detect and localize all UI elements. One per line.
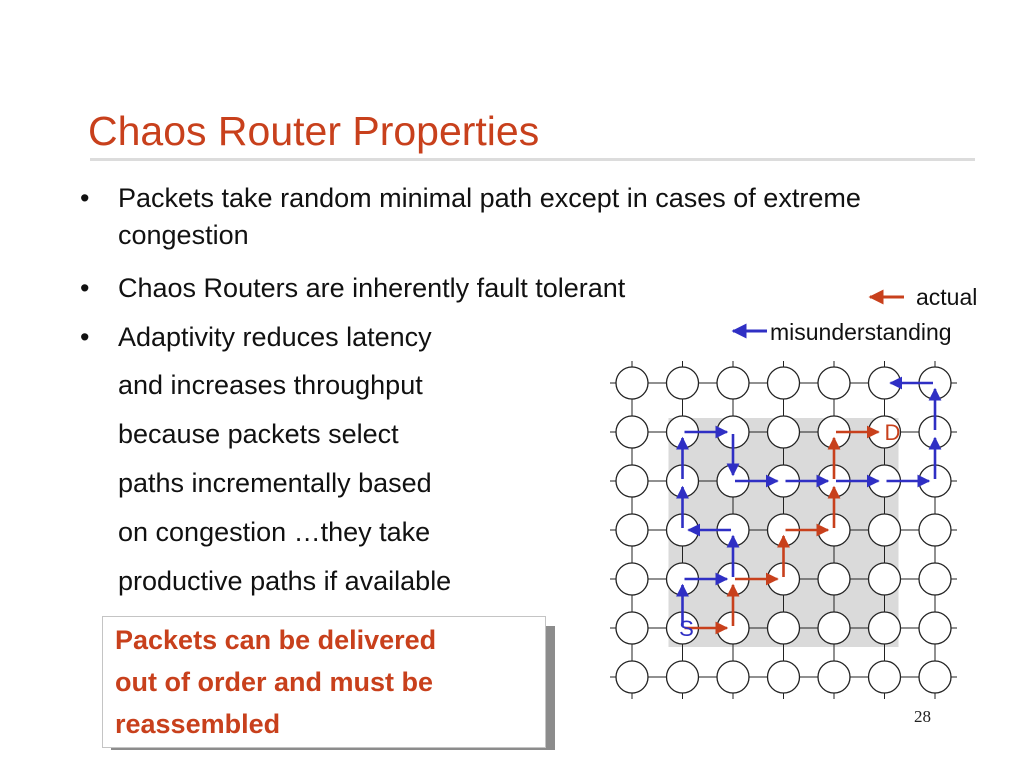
router-nodes xyxy=(615,366,952,694)
destination-node-label: D xyxy=(885,420,901,445)
slide-title: Chaos Router Properties xyxy=(88,108,540,154)
bullet-continuation: on congestion …they take xyxy=(118,517,431,547)
bullet-continuation: and increases throughput xyxy=(118,370,423,400)
router-node xyxy=(918,660,952,694)
bullet-text: Adaptivity reduces latency xyxy=(118,322,432,352)
bullet-text: Chaos Routers are inherently fault toler… xyxy=(118,273,626,303)
router-node xyxy=(615,513,649,547)
router-node xyxy=(665,366,700,400)
router-node xyxy=(615,611,649,645)
router-node xyxy=(766,660,801,694)
router-node xyxy=(766,366,801,400)
router-node xyxy=(766,415,801,449)
callout-text: Packets can be delivered xyxy=(115,625,437,655)
bullet-item: • Chaos Routers are inherently fault tol… xyxy=(80,270,960,310)
router-node xyxy=(867,660,902,694)
router-node xyxy=(817,562,851,596)
router-node xyxy=(918,611,952,645)
misunderstanding-path xyxy=(676,376,942,626)
router-node xyxy=(665,660,700,694)
callout-text: reassembled xyxy=(115,709,281,739)
router-node xyxy=(615,464,649,498)
router-node xyxy=(766,611,801,645)
router-node xyxy=(867,562,902,596)
legend-misunderstanding-label: misunderstanding xyxy=(770,319,952,345)
legend-actual-label: actual xyxy=(916,284,978,310)
router-node xyxy=(918,513,952,547)
bullet-continuation: paths incrementally based xyxy=(118,468,432,498)
router-node xyxy=(817,660,851,694)
router-node xyxy=(716,366,750,400)
bullet-text: Packets take random minimal path except … xyxy=(118,183,861,250)
actual-path xyxy=(684,425,880,635)
router-node xyxy=(867,611,902,645)
title-divider xyxy=(90,158,975,161)
router-node xyxy=(867,513,902,547)
router-node xyxy=(615,660,649,694)
bullet-dot: • xyxy=(80,273,90,303)
router-node xyxy=(918,562,952,596)
router-node xyxy=(817,366,851,400)
router-node xyxy=(615,366,649,400)
bullet-continuation: productive paths if available xyxy=(118,566,452,596)
router-node xyxy=(615,415,649,449)
router-node xyxy=(817,611,851,645)
bullet-dot: • xyxy=(80,322,90,352)
page-number: 28 xyxy=(914,707,931,726)
source-node-label: S xyxy=(679,616,694,641)
callout-box: Packets can be delivered out of order an… xyxy=(102,616,546,748)
router-node xyxy=(615,562,649,596)
callout-text: out of order and must be xyxy=(115,667,434,697)
bullet-dot: • xyxy=(80,183,90,213)
router-node xyxy=(716,660,750,694)
bullet-item: • Packets take random minimal path excep… xyxy=(80,180,960,260)
bullet-item: • Adaptivity reduces latency xyxy=(80,319,560,359)
bullet-continuation: because packets select xyxy=(118,419,399,449)
